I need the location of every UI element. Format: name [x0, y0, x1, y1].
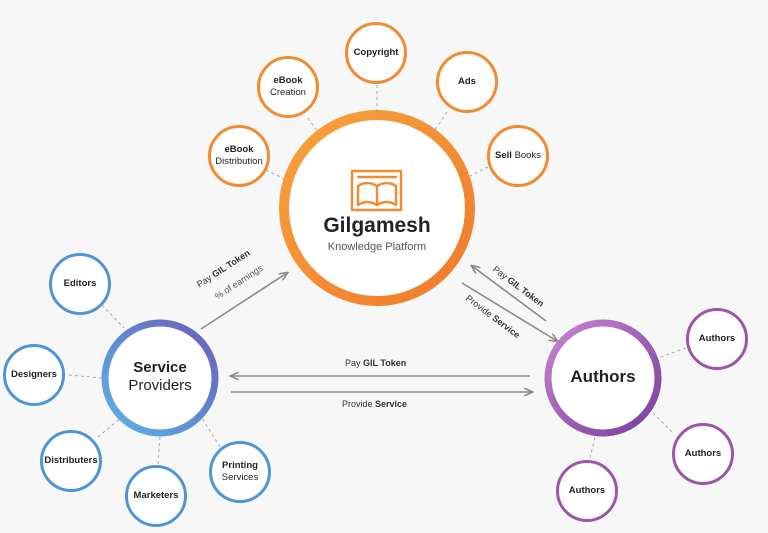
satellite-line2: Books: [514, 150, 541, 162]
sp-connectors: [68, 304, 221, 465]
satellite-line1: Sell: [495, 150, 512, 162]
satellite-line2: Distribution: [215, 156, 263, 167]
satellite-line1: Authors: [568, 485, 606, 497]
provider-marketers: Marketers: [125, 465, 187, 527]
author-satellite-2: Authors: [672, 423, 734, 485]
service-providers-ring: [101, 319, 219, 437]
authors-connectors: [589, 347, 687, 459]
satellite-line1: Printing: [222, 460, 258, 472]
flow-arrows: [200, 266, 557, 392]
satellite-line2: Services: [221, 472, 259, 483]
author-satellite-1: Authors: [686, 308, 748, 370]
hub-title: Gilgamesh: [323, 214, 431, 237]
service-ads: Ads: [436, 51, 498, 113]
service-text: Service: [375, 399, 408, 409]
authors-ring: [544, 319, 662, 437]
service-ebook-creation: eBook Creation: [257, 56, 319, 118]
satellite-line1: Marketers: [133, 490, 179, 502]
provide-text: Provide: [342, 399, 373, 409]
sp-title-line1: Service: [133, 359, 187, 376]
satellite-line1: Designers: [11, 369, 57, 381]
service-providers-title: Service Providers: [110, 359, 210, 395]
sp-title-line2: Providers: [128, 377, 192, 394]
provider-designers: Designers: [3, 344, 65, 406]
satellite-line1: Editors: [63, 278, 97, 290]
provider-printing-services: Printing Services: [209, 441, 271, 503]
service-copyright: Copyright: [345, 22, 407, 84]
author-satellite-3: Authors: [556, 460, 618, 522]
authors-sp-provide-label: Provide Service: [342, 399, 407, 409]
satellite-line2: Creation: [270, 87, 306, 98]
hub-ring: [279, 110, 475, 306]
service-ebook-distribution: eBook Distribution: [208, 125, 270, 187]
service-sell-books: Sell Books: [487, 125, 549, 187]
satellite-line1: Ads: [458, 76, 476, 88]
provider-editors: Editors: [49, 253, 111, 315]
satellite-line1: Authors: [684, 448, 722, 460]
provider-distributers: Distributers: [40, 430, 102, 492]
satellite-line1: Authors: [698, 333, 736, 345]
satellite-line1: Distributers: [44, 455, 98, 467]
token-text: GIL Token: [363, 358, 407, 368]
pay-text: Pay: [345, 358, 361, 368]
authors-sp-pay-label: Pay GIL Token: [345, 358, 406, 368]
hub-subtitle: Knowledge Platform: [327, 241, 427, 253]
satellite-line1: Copyright: [353, 47, 399, 59]
satellite-label: Sell Books: [495, 150, 541, 162]
book-icon: [350, 169, 403, 212]
satellite-line1: eBook: [224, 144, 254, 156]
authors-title: Authors: [570, 367, 636, 386]
satellite-line1: eBook: [273, 75, 303, 87]
